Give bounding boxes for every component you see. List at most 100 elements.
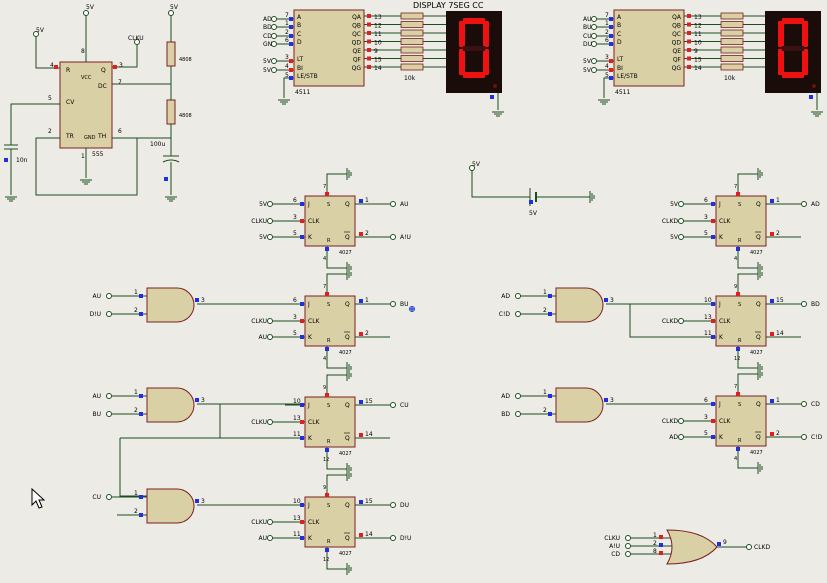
input-terminal xyxy=(591,41,597,47)
pin-num: 5 xyxy=(48,95,52,102)
pin-num: 1 xyxy=(776,197,780,204)
resistor-r1-value: 4808 xyxy=(179,57,192,63)
decoder-pin-label: QA xyxy=(352,14,362,21)
input-terminal xyxy=(515,311,521,317)
pin-marker xyxy=(809,95,813,99)
ff-pin-clk: CLK xyxy=(308,318,321,325)
decoder-pin-label: QA xyxy=(672,14,682,21)
input-terminal xyxy=(267,519,273,525)
pin-marker xyxy=(300,319,304,323)
pin-marker xyxy=(289,42,293,46)
decoder-pin-label: LT xyxy=(617,56,624,63)
decoder-part-label: 4511 xyxy=(615,89,630,96)
wire xyxy=(10,103,60,145)
ff-pin-q: Q xyxy=(345,502,350,509)
pin-num: 3 xyxy=(119,62,123,69)
pin-marker xyxy=(359,332,363,336)
pin-marker xyxy=(300,503,304,507)
display-segment-lit xyxy=(483,21,489,47)
pin-num: 12 xyxy=(734,356,740,362)
ff-pin-q: Q xyxy=(756,301,761,308)
ground-symbol xyxy=(598,99,610,105)
pin-marker xyxy=(367,56,371,61)
pin-num: 4 xyxy=(285,63,289,70)
pin-num: 6 xyxy=(605,37,609,44)
pin-marker xyxy=(770,299,774,303)
input-terminal xyxy=(515,293,521,299)
ff-input-label: CLKU xyxy=(251,218,267,225)
wire xyxy=(326,346,347,369)
display-body xyxy=(765,11,821,93)
ff-pin-k: K xyxy=(308,435,313,442)
pin-num: 4 xyxy=(323,356,326,362)
pin-marker xyxy=(770,199,774,203)
wire xyxy=(283,77,294,98)
flipflop-body xyxy=(715,395,767,447)
pin-num: 3 xyxy=(605,54,609,61)
ff-output-label: C!D xyxy=(811,434,823,441)
ff-part-label: 4027 xyxy=(339,551,352,557)
pin-marker xyxy=(604,298,608,302)
resistor-array-element xyxy=(720,63,744,71)
pin-num: 4 xyxy=(605,63,609,70)
pin-num: 1 xyxy=(285,20,289,27)
pin-marker xyxy=(711,202,715,206)
decoder-input-label: BU xyxy=(583,24,592,31)
gate-input-label: BD xyxy=(501,411,510,418)
pin-num: 7 xyxy=(323,184,326,190)
input-terminal xyxy=(106,293,112,299)
input-terminal xyxy=(625,535,631,541)
ff-pin-q: Q xyxy=(345,201,350,208)
pin-num: 5 xyxy=(704,430,708,437)
decoder-input-label: CU xyxy=(583,33,592,40)
wire xyxy=(326,173,347,196)
ff-pin-j: J xyxy=(307,301,310,308)
pin-num: 11 xyxy=(704,330,712,337)
pin-num: 2 xyxy=(134,407,138,414)
pin-num: 2 xyxy=(48,128,52,135)
pin-marker xyxy=(736,192,740,196)
display-dp xyxy=(812,84,816,88)
pin-num: 2 xyxy=(776,230,780,237)
decoder-pin-label: C xyxy=(297,31,301,38)
pin-num: 2 xyxy=(365,230,369,237)
ff-pin-s: S xyxy=(738,402,741,408)
ff-pin-k: K xyxy=(719,434,724,441)
pin-num: 2 xyxy=(543,307,547,314)
pin-num: 3 xyxy=(704,414,708,421)
decoder-pin-label: B xyxy=(617,22,621,29)
pin-marker xyxy=(711,419,715,423)
pin-marker xyxy=(325,493,329,497)
pin-num: 2 xyxy=(134,307,138,314)
pin-num: 6 xyxy=(704,197,708,204)
pin-marker xyxy=(300,520,304,524)
wire xyxy=(471,171,530,198)
pin-marker xyxy=(770,232,774,236)
decoder-input-label: 5V xyxy=(263,67,272,74)
pin-marker xyxy=(711,235,715,239)
capacitor-plate xyxy=(162,159,180,163)
pin-num: 7 xyxy=(605,12,609,19)
pin-num: 3 xyxy=(201,297,205,304)
input-terminal xyxy=(271,16,277,22)
display-segment-lit xyxy=(782,72,804,78)
pin-num: 10 xyxy=(293,498,301,505)
ff-pin-q: Q xyxy=(345,301,350,308)
ff-pin-clk: CLK xyxy=(308,419,321,426)
or-input-label: A!U xyxy=(609,543,620,550)
pin-num: 7 xyxy=(118,79,122,86)
ff-pin-k: K xyxy=(719,334,724,341)
pin-marker xyxy=(325,292,329,296)
pin-marker xyxy=(300,202,304,206)
pin-num: 3 xyxy=(293,314,297,321)
display-segment-lit xyxy=(483,49,489,75)
pin-marker xyxy=(711,302,715,306)
resistor-array-element xyxy=(720,55,744,62)
decoder-pin-num: 15 xyxy=(374,57,382,64)
wire xyxy=(197,403,305,439)
wire xyxy=(326,447,347,470)
ff-pin-s: S xyxy=(327,202,330,208)
timer-555-body xyxy=(59,61,113,149)
